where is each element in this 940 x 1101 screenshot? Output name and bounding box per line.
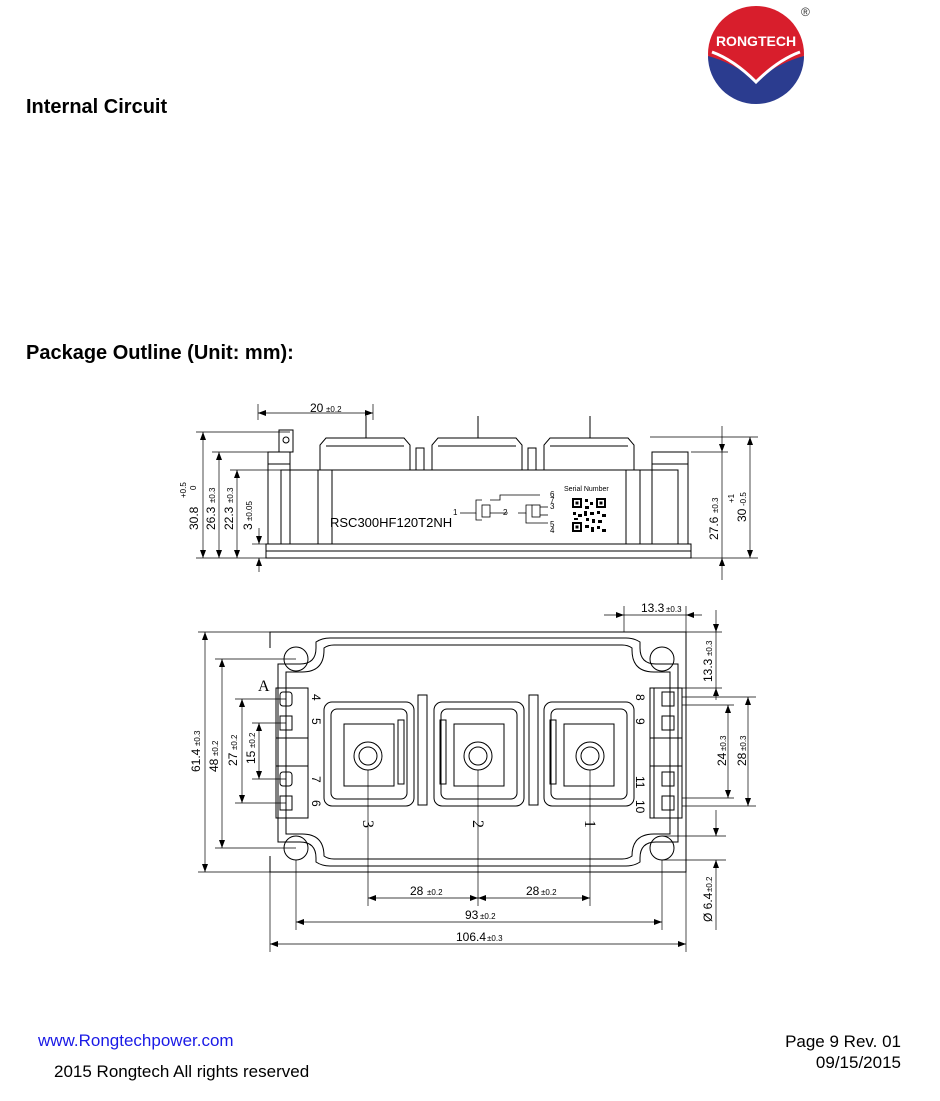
dim-h-right-tol: ±0.3	[711, 497, 720, 513]
dim-h-48-tol: ±0.2	[211, 740, 220, 756]
aux-pin-10: 10	[633, 800, 647, 814]
schem-pin-1: 1	[453, 508, 458, 517]
dim-w-93-tol: ±0.2	[480, 912, 496, 921]
dim-h-30-tol-minus: -0.5	[739, 492, 748, 506]
package-outline-heading: Package Outline (Unit: mm):	[26, 342, 294, 364]
aux-pin-6: 6	[309, 800, 323, 807]
dim-h-28-tol: ±0.3	[739, 735, 748, 751]
aux-pin-7: 7	[309, 776, 323, 783]
dim-h-3-tol: ±0.05	[245, 500, 254, 521]
part-number-label: RSC300HF120T2NH	[330, 515, 452, 530]
dim-h-total: 30.8	[187, 506, 201, 530]
dim-h-total-tol-minus: 0	[189, 485, 198, 490]
dim-h-15: 15	[244, 750, 258, 764]
schem-pin-4: 4	[550, 526, 555, 535]
page-date: 09/15/2015	[815, 1053, 901, 1072]
dim-w-28-right: 28	[526, 884, 540, 898]
copyright-text: 2015 Rongtech All rights reserved	[54, 1062, 310, 1081]
dim-h-3: 3	[241, 523, 255, 530]
logo-brand-text: RONGTECH	[716, 33, 796, 49]
dim-w-28-right-tol: ±0.2	[541, 888, 557, 897]
side-view	[265, 416, 692, 559]
dim-h-13-3: 13.3	[701, 658, 715, 682]
dim-h-30-tol-plus: +1	[727, 493, 736, 503]
dim-h-61-4: 61.4	[189, 748, 203, 772]
schem-pin-3: 3	[550, 502, 555, 511]
dim-hole-dia-tol: ±0.2	[705, 876, 714, 892]
aux-pin-5: 5	[309, 718, 323, 725]
dim-hole-dia: Ø 6.4	[701, 892, 715, 922]
dim-w-28-left-tol: ±0.2	[427, 888, 443, 897]
terminal-3-label: 3	[359, 820, 376, 828]
dim-w-13-3: 13.3	[641, 601, 665, 615]
side-view-dimensions	[196, 404, 758, 580]
dim-h-28: 28	[735, 752, 749, 766]
dim-h-26-3: 26.3	[204, 506, 218, 530]
dim-h-24: 24	[715, 752, 729, 766]
dim-h-61-4-tol: ±0.3	[193, 730, 202, 746]
dim-top-width-tol: ±0.2	[326, 405, 342, 414]
dim-w-93: 93	[465, 908, 479, 922]
terminal-2-label: 2	[469, 820, 486, 828]
dim-w-106-4: 106.4	[456, 930, 486, 944]
top-view-dimensions	[198, 606, 756, 952]
top-view	[269, 631, 687, 873]
dim-h-30: 30	[735, 508, 749, 522]
dim-h-right: 27.6	[707, 516, 721, 540]
schem-pin-7: 7	[550, 496, 555, 505]
schem-pin-5: 5	[550, 520, 555, 529]
datum-label: A	[258, 678, 270, 695]
aux-pin-11: 11	[633, 776, 647, 789]
dim-h-15-tol: ±0.2	[248, 732, 257, 748]
registered-mark: ®	[801, 5, 810, 19]
page-info: Page 9 Rev. 01 09/15/2015	[785, 1031, 901, 1073]
qr-code	[572, 498, 606, 532]
dim-h-48: 48	[207, 758, 221, 772]
schem-pin-6: 6	[550, 490, 555, 499]
dim-h-22-3: 22.3	[222, 506, 236, 530]
aux-pin-9: 9	[633, 718, 647, 725]
dim-h-26-3-tol: ±0.3	[208, 487, 217, 503]
dim-h-22-3-tol: ±0.3	[226, 487, 235, 503]
aux-pin-4: 4	[309, 694, 323, 701]
internal-circuit-heading: Internal Circuit	[26, 96, 168, 118]
terminal-1-label: 1	[581, 820, 598, 828]
dim-h-13-3-tol: ±0.3	[705, 640, 714, 656]
dim-h-24-tol: ±0.3	[719, 735, 728, 751]
dim-h-27: 27	[226, 752, 240, 766]
website-link[interactable]: www.Rongtechpower.com	[38, 1031, 234, 1050]
schem-pin-2: 2	[503, 508, 508, 517]
dim-h-27-tol: ±0.2	[230, 734, 239, 750]
dim-h-total-tol-plus: +0.5	[179, 482, 188, 498]
dim-top-width: 20	[310, 401, 324, 415]
dim-w-13-3-tol: ±0.3	[666, 605, 682, 614]
page-revision: Page 9 Rev. 01	[785, 1032, 901, 1051]
rongtech-logo: RONGTECH ®	[708, 5, 810, 104]
aux-pin-8: 8	[633, 694, 647, 701]
dim-w-106-4-tol: ±0.3	[487, 934, 503, 943]
serial-number-label: Serial Number	[564, 486, 609, 493]
dim-w-28-left: 28	[410, 884, 424, 898]
